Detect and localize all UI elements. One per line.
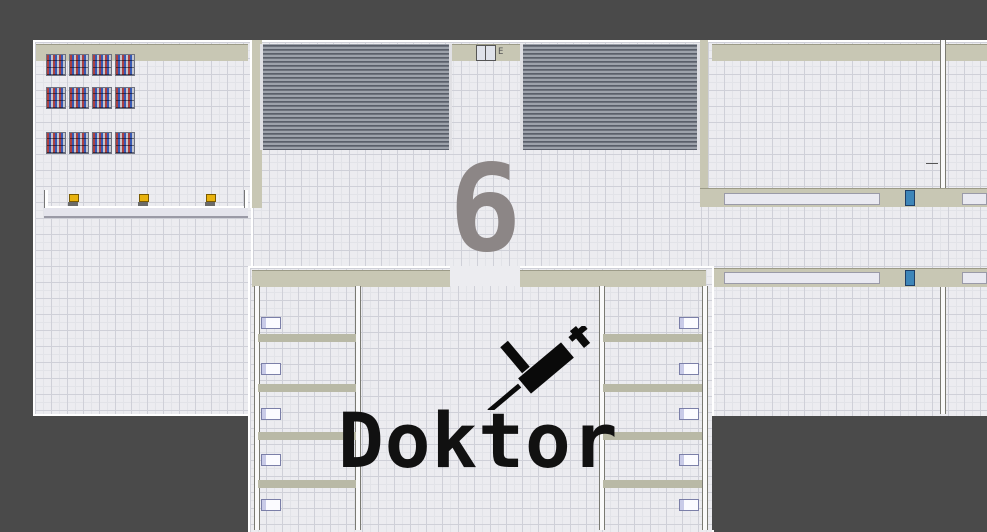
bay-rail <box>258 432 356 440</box>
nurse-npc-icon[interactable] <box>205 194 216 206</box>
left-bay-outer-wall <box>254 286 260 530</box>
bay-rail <box>603 432 702 440</box>
bay-rail <box>258 334 356 342</box>
bay-rail <box>603 480 702 488</box>
right-room-divider <box>940 40 946 190</box>
door-icon[interactable] <box>905 270 915 286</box>
counter-post-left <box>44 190 48 208</box>
medicine-shelf-icon <box>46 87 66 109</box>
hospital-bed-icon[interactable] <box>261 363 281 375</box>
medicine-shelf-icon <box>69 54 89 76</box>
hall-left-wall <box>250 40 262 208</box>
outside-area-left <box>0 416 246 530</box>
bleacher-left <box>260 44 452 150</box>
ward-entry-gap <box>450 266 520 286</box>
pharmacy-top-wall <box>36 44 248 61</box>
hospital-bed-icon[interactable] <box>679 408 699 420</box>
pharmacy-counter <box>44 206 248 218</box>
right-room-ledge <box>926 163 938 164</box>
bay-rail <box>258 480 356 488</box>
entrance-door[interactable] <box>476 45 496 61</box>
hospital-bed-icon[interactable] <box>679 363 699 375</box>
room-number: 6 <box>449 140 522 279</box>
medicine-shelf-icon <box>115 54 135 76</box>
hospital-bed-icon[interactable] <box>261 499 281 511</box>
bay-rail <box>603 384 702 392</box>
hospital-bed-icon[interactable] <box>261 454 281 466</box>
room-label: Doktor <box>338 396 619 485</box>
right-room-divider-lower <box>940 270 946 414</box>
bay-rail <box>258 384 356 392</box>
medicine-shelf-icon <box>46 54 66 76</box>
ward-top-wall-left <box>252 270 450 287</box>
pharmacy-room <box>33 40 253 416</box>
corridor-counter-upper-right <box>962 193 987 205</box>
hospital-bed-icon[interactable] <box>679 317 699 329</box>
medicine-shelf-icon <box>92 54 112 76</box>
right-room-top-wall <box>712 44 987 61</box>
bleacher-right <box>520 44 700 150</box>
right-bay-outer-wall <box>702 286 708 530</box>
medicine-shelf-icon <box>69 87 89 109</box>
medicine-shelf-icon <box>115 87 135 109</box>
hospital-bed-icon[interactable] <box>261 408 281 420</box>
outside-area-right <box>712 416 987 530</box>
corridor-counter-lower <box>724 272 880 284</box>
hospital-bed-icon[interactable] <box>679 499 699 511</box>
corridor-counter-upper <box>724 193 880 205</box>
nurse-npc-icon[interactable] <box>68 194 79 206</box>
door-icon[interactable] <box>905 190 915 206</box>
right-bay-wall <box>599 286 605 530</box>
ward-room <box>248 266 714 532</box>
hospital-bed-icon[interactable] <box>679 454 699 466</box>
corridor-counter-lower-right <box>962 272 987 284</box>
nurse-npc-icon[interactable] <box>138 194 149 206</box>
bay-rail <box>603 334 702 342</box>
door-sign: E <box>498 47 504 57</box>
medicine-shelf-icon <box>92 87 112 109</box>
syringe-icon <box>487 326 591 410</box>
hospital-bed-icon[interactable] <box>261 317 281 329</box>
counter-post-right <box>244 190 248 208</box>
medicine-shelf-icon <box>69 132 89 154</box>
medicine-shelf-icon <box>46 132 66 154</box>
medicine-shelf-icon <box>115 132 135 154</box>
left-bay-wall <box>355 286 361 530</box>
ward-top-wall-right <box>520 270 706 287</box>
medicine-shelf-icon <box>92 132 112 154</box>
